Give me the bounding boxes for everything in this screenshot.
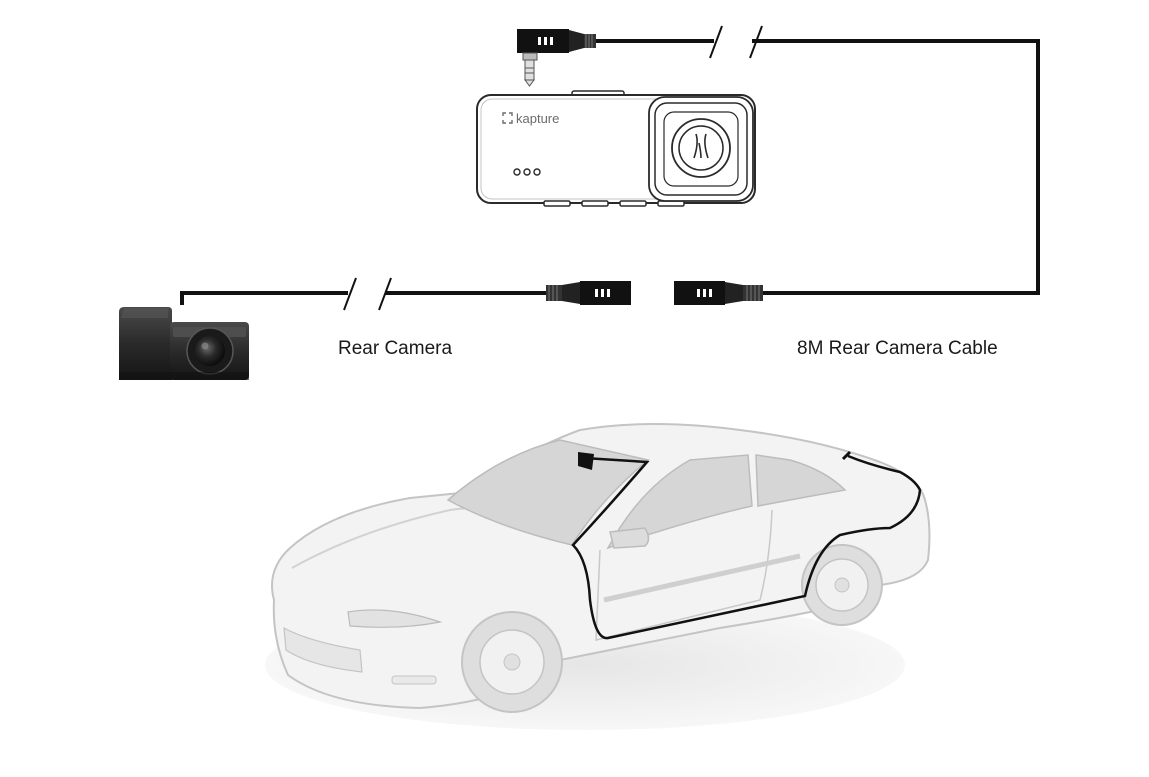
rear-camera bbox=[119, 307, 249, 380]
dash-camera: kapture bbox=[476, 90, 756, 207]
cable-plug-top bbox=[517, 29, 596, 87]
rear-camera-lead bbox=[180, 277, 546, 311]
rear-camera-label: Rear Camera bbox=[338, 338, 453, 359]
kapture-logo-icon bbox=[502, 112, 513, 124]
rear-camera-cable-label: 8M Rear Camera Cable bbox=[797, 338, 998, 359]
car-illustration bbox=[265, 423, 931, 730]
rear-camera-cable bbox=[596, 25, 1040, 295]
dashcam-brand-text: kapture bbox=[516, 111, 559, 126]
cable-plug-right bbox=[674, 281, 763, 305]
rear-camera-plug bbox=[546, 281, 631, 305]
